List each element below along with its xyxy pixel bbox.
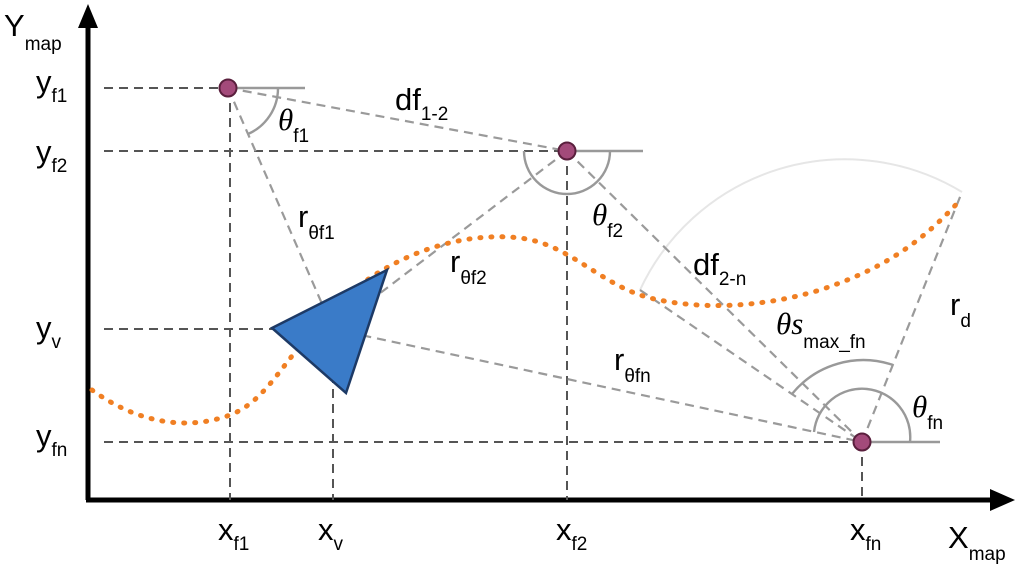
projection-lines [104, 87, 863, 500]
feature-f2-point-icon [557, 141, 577, 161]
sensor-range-arc [639, 158, 963, 291]
label-df-1-2: df1-2 [395, 82, 448, 125]
feature-points [218, 78, 872, 452]
df-1-2-line [227, 86, 568, 153]
x-axis-arrow-icon [990, 489, 1015, 511]
reference-lines [228, 86, 940, 444]
feature-fn-point-icon [852, 432, 872, 452]
label-df-2-n: df2-n [693, 247, 746, 290]
y-axis-label: Ymap [4, 8, 62, 55]
label-r-d: rd [950, 287, 971, 332]
label-theta-fn: θfn [912, 389, 943, 434]
angle-arcs [247, 87, 912, 443]
label-theta-f1: θf1 [278, 102, 309, 147]
label-theta-s-max: θsmax_fn [776, 306, 866, 353]
x-tick-f1: xf1 [218, 512, 249, 555]
feature-f1-point-icon [218, 78, 238, 98]
axes [78, 4, 1015, 511]
x-tick-v: xv [318, 512, 344, 555]
y-tick-v: yv [36, 310, 62, 353]
vehicle-trajectory [89, 195, 965, 426]
x-tick-fn: xfn [850, 512, 881, 555]
theta-f1-arc [247, 87, 280, 136]
x-tick-f2: xf2 [556, 512, 587, 555]
x-axis-label: Xmap [948, 520, 1006, 565]
df-2-n-line [566, 150, 863, 443]
y-tick-fn: yfn [36, 418, 67, 461]
label-theta-f2: θf2 [592, 197, 623, 242]
y-tick-f2: yf2 [36, 134, 67, 177]
theta-fn-arc [812, 387, 912, 443]
vehicle-triangle-icon [269, 267, 390, 396]
label-r-theta-f2: rθf2 [450, 244, 487, 289]
theta-s-max-arc [791, 358, 894, 395]
y-axis-arrow-icon [78, 4, 98, 28]
label-r-theta-fn: rθfn [614, 342, 651, 387]
r-theta-fn-line [332, 327, 863, 444]
theta-f2-arc [522, 150, 612, 196]
y-tick-f1: yf1 [36, 64, 67, 107]
label-r-theta-f1: rθf1 [298, 199, 335, 244]
